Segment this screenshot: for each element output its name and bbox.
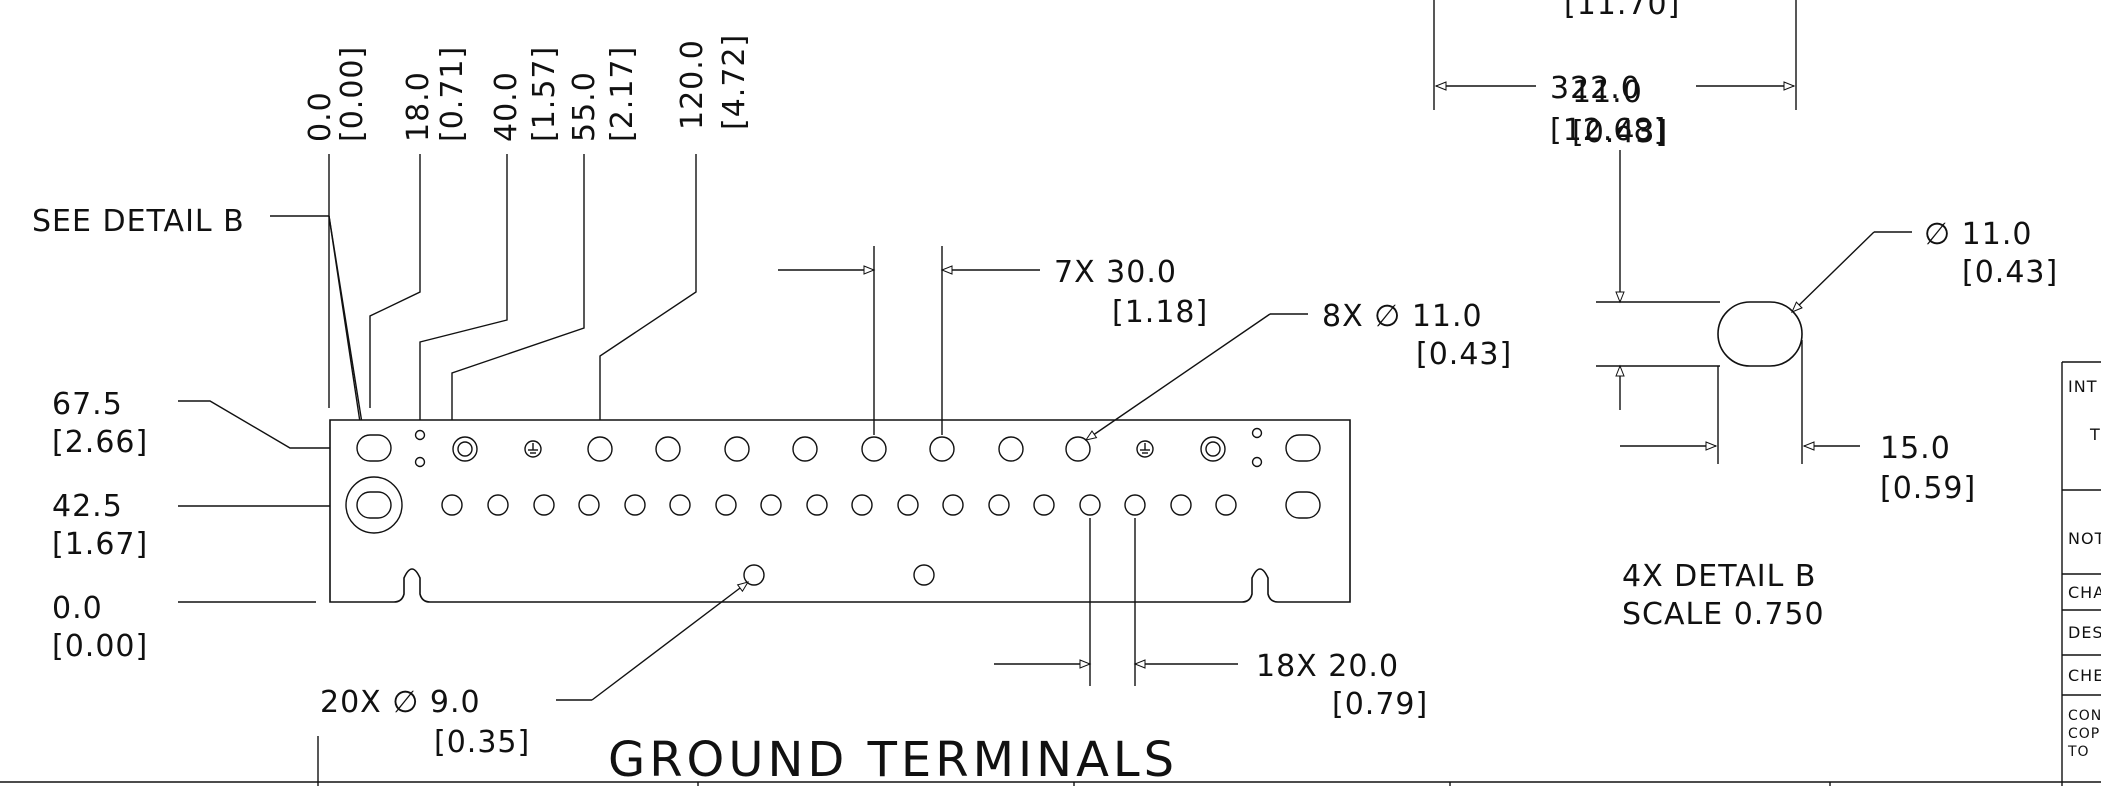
top-dim-4-mm: 120.0 [675,39,710,130]
pitch-30-line2: [1.18] [1112,295,1208,330]
detail-top-clip: [11.70] [1564,0,1680,22]
top-dim-1-in: [0.71] [435,46,470,142]
detail-overlap-b: [12.68] [1550,113,1666,148]
top-dimension-group: 0.0 [0.00] 18.0 [0.71] 40.0 [1.57] 55.0 … [303,34,752,142]
pitch-20-line2: [0.79] [1332,687,1428,722]
hole-9-line1: 20X ∅ 9.0 [320,685,481,720]
left-dimension-group: 67.5 [2.66] 42.5 [1.67] 0.0 [0.00] [52,387,148,664]
top-dim-3-mm: 55.0 [567,71,602,142]
left-dim-2-in: [0.00] [52,629,148,664]
detail-scale: SCALE 0.750 [1622,597,1825,632]
title-block-cell: NOT [2068,529,2101,548]
detail-b-view: [11.70] 322.0 11.0 [12.68] [0.43] 15.0 [… [1433,0,2058,632]
title-block-cell: TO [2067,744,2090,760]
title-block-cell: CHE [2068,666,2101,685]
top-dim-4-in: [4.72] [717,34,752,130]
title-block-cell: COP [2068,726,2100,742]
hole-11-line1: 8X ∅ 11.0 [1322,299,1483,334]
left-dim-0-mm: 67.5 [52,387,123,422]
title-block-cell: INT [2068,377,2097,396]
detail-overlap-c: 11.0 [1572,75,1643,110]
top-dim-2-in: [1.57] [527,46,562,142]
left-dim-2-mm: 0.0 [52,591,103,626]
ground-symbol-icon [524,440,542,458]
top-dim-0-mm: 0.0 [303,91,338,142]
title-block-cell: DES [2068,623,2101,642]
top-dim-3-in: [2.17] [605,46,640,142]
detail-width: 15.0 [1880,431,1951,466]
detail-overlap-d: [0.43] [1572,115,1668,150]
top-dim-2-mm: 40.0 [489,71,524,142]
ground-symbol-icon [1136,440,1154,458]
top-dim-0-in: [0.00] [335,46,370,142]
drawing-title: GROUND TERMINALS [608,732,1178,786]
see-detail-label: SEE DETAIL B [32,204,245,239]
detail-width-in: [0.59] [1880,471,1976,506]
title-block-cell: T [2089,425,2101,444]
detail-label: 4X DETAIL B [1622,559,1816,594]
ground-terminal-plate [329,419,1351,603]
left-dim-0-in: [2.66] [52,425,148,460]
title-block-cell: CON [2068,708,2101,724]
left-dim-1-in: [1.67] [52,527,148,562]
detail-dia-in: [0.43] [1962,255,2058,290]
border-zone-strip [0,781,2101,786]
detail-overlap-a: 322.0 [1550,71,1641,106]
left-dim-1-mm: 42.5 [52,489,123,524]
hole-11-line2: [0.43] [1416,337,1512,372]
top-dim-1-mm: 18.0 [401,71,436,142]
title-block: INT T NOT CHA DES CHE CON COP TO [2061,361,2101,786]
title-block-cell: CHA [2068,583,2101,602]
detail-dia: ∅ 11.0 [1924,217,2032,252]
pitch-30-line1: 7X 30.0 [1054,255,1177,290]
hole-9-line2: [0.35] [434,725,530,760]
pitch-20-line1: 18X 20.0 [1256,649,1399,684]
